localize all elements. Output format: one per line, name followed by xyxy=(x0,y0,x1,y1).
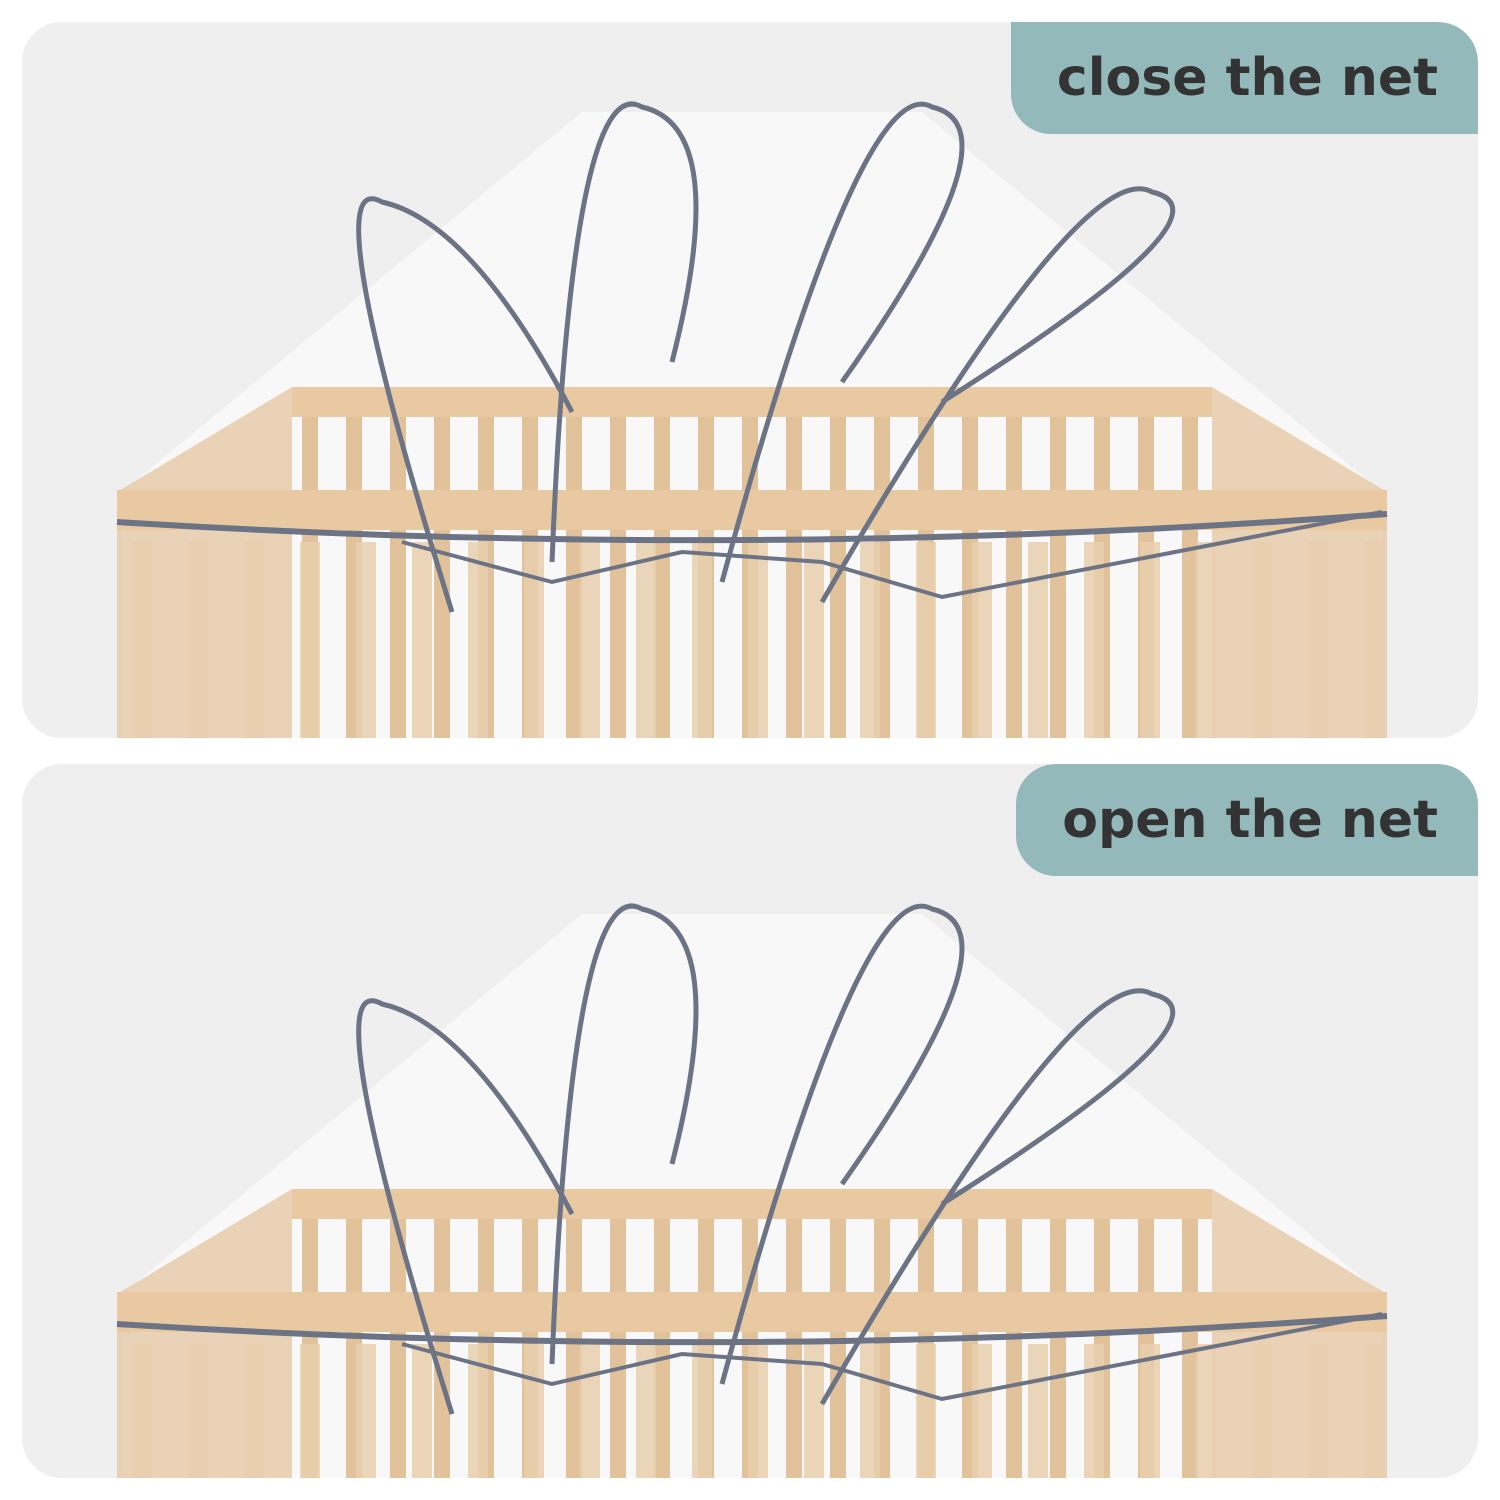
net-hoop-frame xyxy=(356,196,575,613)
crib-front-slat xyxy=(132,1344,152,1478)
net-hoop-frame xyxy=(549,903,699,1365)
crib-slat xyxy=(1006,417,1022,738)
crib-slat xyxy=(390,1219,406,1478)
crib-front-slat xyxy=(468,542,488,738)
crib-front-slat xyxy=(636,1344,656,1478)
crib-front-slat xyxy=(1308,542,1328,738)
crib-front-slat xyxy=(1028,542,1048,738)
crib-slat xyxy=(1006,1219,1022,1478)
crib-net-illustration xyxy=(116,101,1388,738)
net-hoop-frame xyxy=(356,998,575,1415)
crib-front-slat xyxy=(188,542,208,738)
crib-slat xyxy=(566,1219,582,1478)
crib-slat xyxy=(1050,1219,1066,1478)
crib-front-slat xyxy=(972,1344,992,1478)
crib-side-right xyxy=(1212,387,1387,738)
crib-slat xyxy=(786,417,802,738)
net-zipper-line xyxy=(401,510,1383,600)
crib-slat xyxy=(434,1219,450,1478)
close-net-label: close the net xyxy=(1010,22,1478,134)
crib-front-slat xyxy=(804,542,824,738)
crib-front-slat xyxy=(860,542,880,738)
crib-slat xyxy=(830,1219,846,1478)
net-hem xyxy=(116,1313,1388,1346)
crib-front-slat xyxy=(804,1344,824,1478)
crib-front-slat xyxy=(1196,1344,1216,1478)
crib-front-slat xyxy=(916,542,936,738)
crib-front-slat xyxy=(300,1344,320,1478)
crib-front-slat xyxy=(972,542,992,738)
crib-slat xyxy=(786,1219,802,1478)
crib-front-slat xyxy=(1364,1344,1384,1478)
open-net-panel: open the net xyxy=(22,764,1478,1478)
crib-slat xyxy=(654,1219,670,1478)
crib-slat xyxy=(610,417,626,738)
crib-front-slat xyxy=(468,1344,488,1478)
crib-front-slat xyxy=(1252,542,1272,738)
crib-front-slat xyxy=(636,542,656,738)
crib-front-slat xyxy=(132,542,152,738)
crib-front-slat xyxy=(1308,1344,1328,1478)
crib-front-rail xyxy=(117,1292,1387,1332)
crib-net-illustration-open xyxy=(116,903,1388,1478)
crib-front-slat xyxy=(300,542,320,738)
crib-front-rail xyxy=(117,490,1387,530)
net-hoop-frame xyxy=(819,186,1176,604)
crib-slat xyxy=(1182,1219,1198,1478)
crib-front-slat xyxy=(524,1344,544,1478)
crib-front-slat xyxy=(356,1344,376,1478)
crib-front-slat xyxy=(580,542,600,738)
crib-front-slat xyxy=(356,542,376,738)
crib-front-slat xyxy=(1252,1344,1272,1478)
crib-front-slat xyxy=(1084,542,1104,738)
net-hoop-frame xyxy=(719,903,965,1385)
crib-front-slat xyxy=(244,542,264,738)
crib-front-slat xyxy=(412,542,432,738)
crib-front-slat xyxy=(1028,1344,1048,1478)
crib-slat xyxy=(654,417,670,738)
crib-back-rail xyxy=(292,1189,1212,1219)
crib-front-slat xyxy=(916,1344,936,1478)
net-hoop-frame xyxy=(719,101,965,583)
crib-front-slat xyxy=(1364,542,1384,738)
net-hoop-frame xyxy=(549,101,699,563)
crib-slat xyxy=(390,417,406,738)
crib-front-slat xyxy=(748,542,768,738)
crib-front-slat xyxy=(580,1344,600,1478)
crib-front-slat xyxy=(692,542,712,738)
crib-front-slat xyxy=(1140,542,1160,738)
open-net-label: open the net xyxy=(1016,764,1478,876)
crib-front-slat xyxy=(692,1344,712,1478)
crib-front-slat xyxy=(860,1344,880,1478)
crib-slat xyxy=(1182,417,1198,738)
crib-slat xyxy=(610,1219,626,1478)
net-hem xyxy=(116,511,1388,544)
crib-front-slat xyxy=(1196,542,1216,738)
crib-front-slat xyxy=(412,1344,432,1478)
crib-front-slat xyxy=(188,1344,208,1478)
crib-front-slat xyxy=(244,1344,264,1478)
crib-front-slat xyxy=(748,1344,768,1478)
net-hoop-frame xyxy=(819,988,1176,1406)
crib-back-rail xyxy=(292,387,1212,417)
crib-front-slat xyxy=(524,542,544,738)
crib-front-slat xyxy=(1084,1344,1104,1478)
crib-front-slat xyxy=(1140,1344,1160,1478)
net-zipper-line xyxy=(401,1312,1383,1402)
close-net-panel: close the net xyxy=(22,22,1478,738)
